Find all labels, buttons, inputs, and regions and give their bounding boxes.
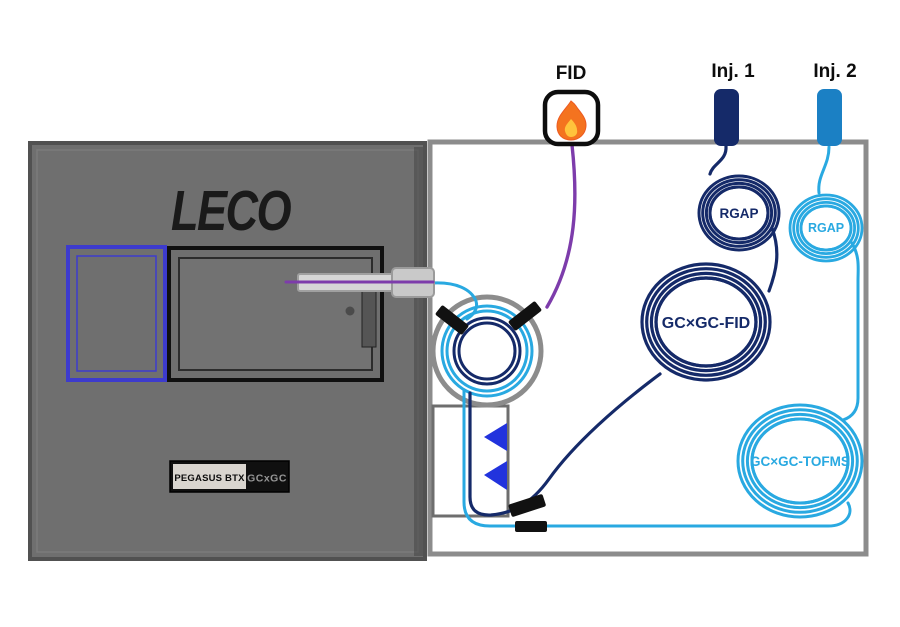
column-union bbox=[508, 301, 542, 331]
gcxgc-tofms-label: GC×GC-TOFMS bbox=[750, 454, 850, 469]
coil-gcxgc-fid bbox=[640, 262, 772, 382]
fid-coil-to-modulator bbox=[468, 372, 662, 517]
injector-2-port bbox=[817, 89, 842, 146]
plate-model-label: PEGASUS BTX bbox=[174, 473, 245, 484]
plate-technique-label: GCxGC bbox=[247, 473, 287, 485]
modulator-to-tofms-coil bbox=[462, 389, 852, 528]
column-union bbox=[435, 305, 469, 335]
brand-logo: LECO bbox=[171, 179, 291, 243]
column-union bbox=[508, 494, 546, 517]
rgap-1-label: RGAP bbox=[719, 206, 758, 221]
modulator-to-fid-line bbox=[545, 143, 577, 309]
rgap2-to-tofms-coil bbox=[841, 241, 860, 422]
rgap-2-label: RGAP bbox=[808, 221, 844, 235]
coil-gcxgc-tofms bbox=[736, 403, 864, 519]
coil-rgap-1 bbox=[697, 174, 781, 252]
injector-2-label: Inj. 2 bbox=[813, 61, 856, 82]
jet-arrow-icon bbox=[484, 423, 507, 451]
right-door bbox=[167, 246, 384, 382]
flame-icon bbox=[556, 100, 587, 141]
fid-label: FID bbox=[556, 63, 587, 84]
left-door-outline bbox=[66, 245, 167, 382]
lightblue-column-lines bbox=[431, 145, 860, 528]
modulator-coil-navy bbox=[452, 316, 522, 386]
column-unions bbox=[435, 301, 547, 532]
transferline-to-modulator bbox=[431, 281, 479, 321]
coil-rgap-2 bbox=[788, 193, 864, 263]
purple-lines bbox=[545, 143, 577, 309]
transfer-line bbox=[284, 267, 435, 298]
navy-column-lines bbox=[468, 144, 779, 517]
door-button bbox=[345, 306, 355, 316]
instrument-panel: LECO PEGASUS BTX GCxGC bbox=[28, 141, 427, 561]
model-plate: PEGASUS BTX GCxGC bbox=[169, 460, 290, 493]
jet-arrow-icon bbox=[484, 461, 507, 490]
column-union bbox=[515, 521, 547, 532]
instrument-right-edge bbox=[414, 147, 423, 556]
modulator-coil-lightblue bbox=[440, 304, 534, 398]
door-handle bbox=[361, 290, 377, 348]
injector-1-label: Inj. 1 bbox=[711, 61, 755, 82]
inj2-column-tail bbox=[817, 145, 831, 195]
rgap1-to-fid-coil bbox=[767, 226, 779, 293]
injector-1-port bbox=[714, 89, 739, 146]
gcxgc-fid-label: GC×GC-FID bbox=[662, 315, 750, 332]
inj1-column-tail bbox=[708, 144, 728, 176]
fid-detector bbox=[542, 89, 601, 147]
